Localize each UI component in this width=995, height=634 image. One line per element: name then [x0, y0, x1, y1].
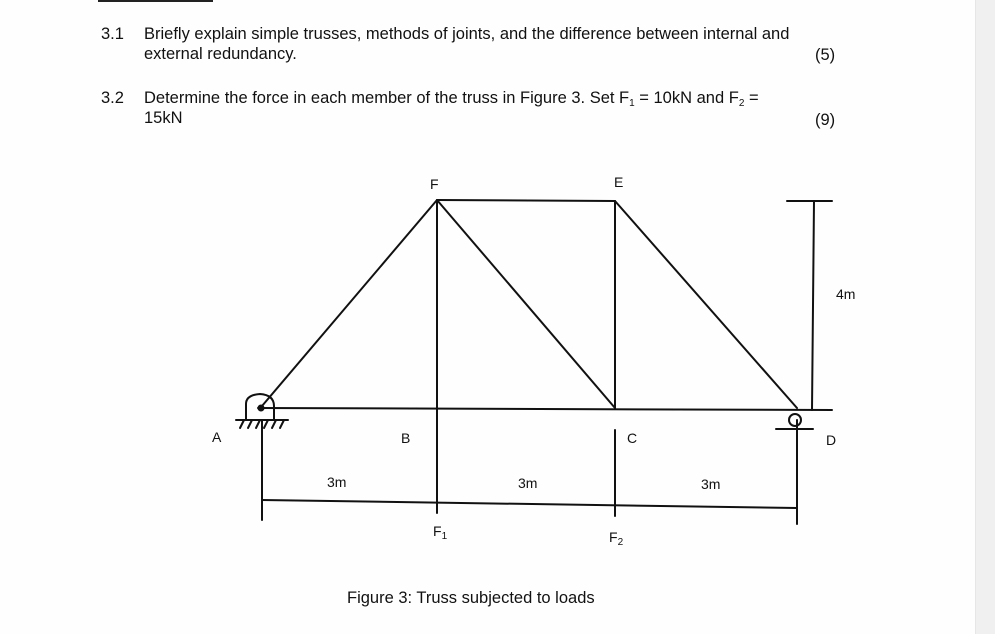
header-rule: [98, 0, 213, 2]
dimension-line-vertical: [811, 200, 815, 411]
scrollbar-track[interactable]: [975, 0, 995, 634]
member-FC: [436, 199, 616, 409]
member-AF: [261, 199, 438, 407]
joint-label-c: C: [627, 430, 638, 446]
dimension-span-3: 3m: [701, 476, 721, 492]
dimension-height: 4m: [836, 286, 856, 302]
load-label-f2: F2: [609, 529, 624, 548]
joint-label-b: B: [401, 430, 411, 446]
pin-support-a: [245, 392, 275, 421]
figure-caption: Figure 3: Truss subjected to loads: [347, 589, 595, 607]
member-FE: [436, 199, 616, 202]
load-label-f1: F1: [433, 523, 448, 542]
question-3-1-line1: Briefly explain simple trusses, methods …: [144, 25, 790, 43]
bottom-chord: [257, 407, 833, 411]
question-3-1-line2: external redundancy.: [144, 45, 297, 63]
dimension-span-2: 3m: [518, 475, 538, 491]
dimension-span-1: 3m: [327, 474, 347, 490]
question-3-2-marks: (9): [815, 111, 836, 129]
joint-label-a: A: [212, 429, 222, 445]
question-3-1-marks: (5): [815, 46, 836, 64]
question-3-2-line2: 15kN: [144, 109, 183, 127]
joint-label-f: F: [430, 176, 439, 192]
member-ED: [614, 200, 798, 409]
roller-support-d: [788, 413, 802, 427]
question-3-2-line1: Determine the force in each member of th…: [144, 89, 759, 109]
joint-label-d: D: [826, 432, 837, 448]
dimension-line-horizontal: [261, 499, 798, 509]
joint-label-e: E: [614, 174, 624, 190]
question-3-1-number: 3.1: [101, 25, 124, 43]
question-3-2-number: 3.2: [101, 89, 124, 107]
